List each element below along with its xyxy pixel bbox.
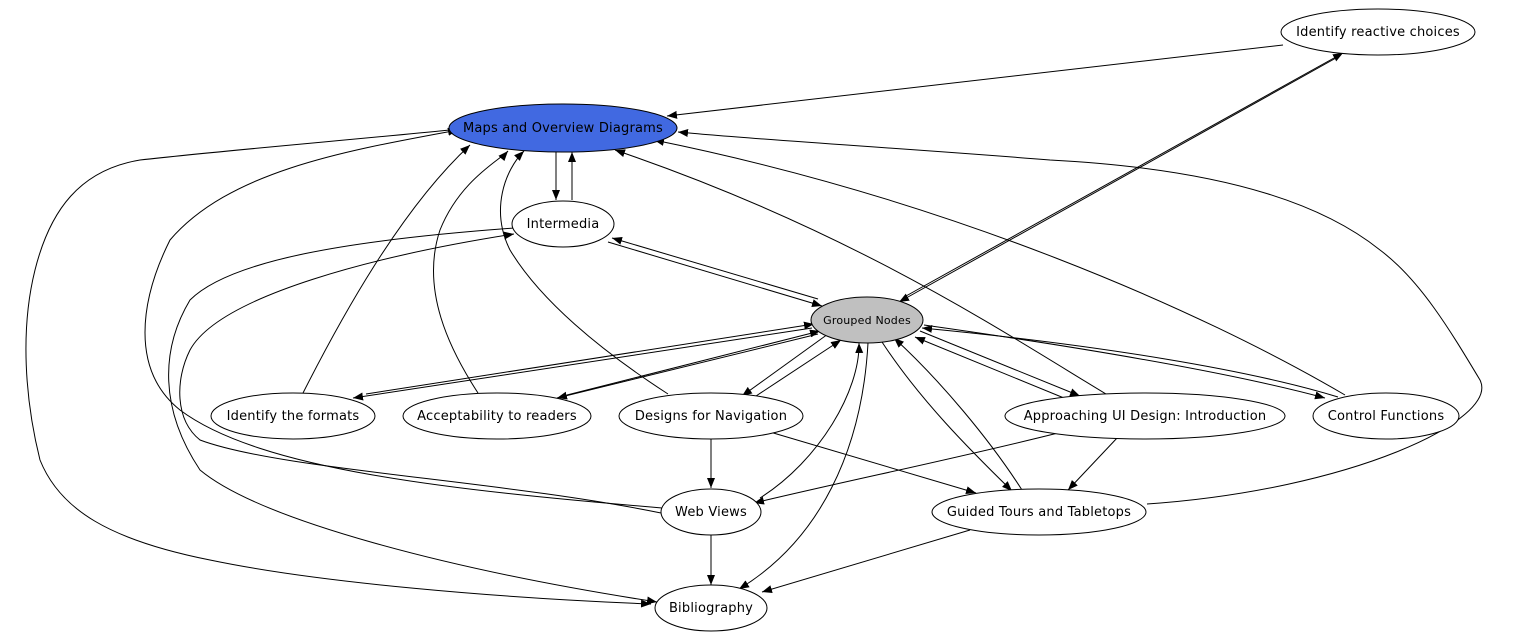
node-label: Web Views <box>675 505 747 520</box>
edge-guided-tours-to-bibliography <box>761 529 971 593</box>
edge-grouped-to-approaching-ui <box>919 330 1081 397</box>
node-label: Control Functions <box>1328 409 1445 424</box>
edge-grouped-to-designs-nav <box>741 333 829 397</box>
node-guided-tours[interactable]: Guided Tours and Tabletops <box>931 488 1147 536</box>
edge-grouped-to-bibliography <box>738 342 869 590</box>
node-grouped-nodes[interactable]: Grouped Nodes <box>810 296 924 344</box>
edge-web-views-to-grouped <box>759 342 864 499</box>
edge-maps-to-bibliography <box>25 129 652 608</box>
edge-identify-reactive-to-maps <box>666 44 1284 119</box>
edge-web-views-to-maps <box>144 127 663 509</box>
edge-grouped-to-identify-formats <box>352 327 813 401</box>
node-designs-navigation[interactable]: Designs for Navigation <box>618 392 804 440</box>
edge-grouped-to-identify-reactive <box>905 52 1344 297</box>
edge-acceptability-to-grouped <box>566 329 821 396</box>
edge-guided-tours-to-maps <box>677 128 1483 505</box>
edge-grouped-to-guided-tours <box>881 341 1013 492</box>
node-identify-reactive-choices[interactable]: Identify reactive choices <box>1280 8 1476 56</box>
edge-identify-formats-to-maps <box>302 144 471 394</box>
edge-intermedia-to-grouped <box>607 241 823 307</box>
edge-approaching-ui-to-guided-tours <box>1067 436 1119 491</box>
edge-approaching-ui-to-grouped <box>914 336 1065 399</box>
edge-intermedia-to-bibliography <box>168 227 658 605</box>
node-label: Identify reactive choices <box>1296 25 1460 40</box>
node-acceptability[interactable]: Acceptability to readers <box>402 392 592 440</box>
node-label: Intermedia <box>527 217 600 232</box>
edge-approaching-ui-to-maps <box>614 149 1107 395</box>
edge-designs-nav-to-maps <box>500 150 669 395</box>
node-control-functions[interactable]: Control Functions <box>1312 392 1460 440</box>
edge-designs-nav-to-guided-tours <box>769 431 977 494</box>
node-label: Grouped Nodes <box>823 314 911 327</box>
node-approaching-ui[interactable]: Approaching UI Design: Introduction <box>1004 392 1286 440</box>
edge-grouped-to-acceptability <box>556 333 819 400</box>
edge-identify-formats-to-grouped <box>365 321 815 395</box>
edges-layer <box>25 44 1483 608</box>
node-web-views[interactable]: Web Views <box>660 488 762 536</box>
nodes-layer: Identify reactive choices Maps and Overv… <box>210 8 1476 632</box>
node-label: Maps and Overview Diagrams <box>463 121 663 136</box>
node-label: Approaching UI Design: Introduction <box>1024 409 1267 424</box>
node-identify-formats[interactable]: Identify the formats <box>210 392 376 440</box>
node-label: Identify the formats <box>227 409 360 424</box>
edge-control-functions-to-maps <box>653 138 1346 396</box>
node-label: Guided Tours and Tabletops <box>947 505 1131 520</box>
node-label: Acceptability to readers <box>417 409 577 424</box>
node-intermedia[interactable]: Intermedia <box>511 200 615 248</box>
edge-grouped-to-intermedia <box>611 237 819 300</box>
edge-identify-reactive-to-grouped <box>898 57 1337 303</box>
node-maps-overview[interactable]: Maps and Overview Diagrams <box>448 103 678 153</box>
edge-guided-tours-to-grouped <box>893 337 1023 491</box>
edge-designs-nav-to-grouped <box>755 339 842 397</box>
edge-grouped-to-control-functions <box>923 324 1326 400</box>
edge-web-views-to-intermedia <box>179 231 662 514</box>
edge-control-functions-to-grouped <box>921 324 1339 398</box>
node-label: Designs for Navigation <box>635 409 787 424</box>
edge-approaching-ui-to-web-views <box>753 432 1059 505</box>
edge-acceptability-to-maps <box>433 150 509 394</box>
node-label: Bibliography <box>669 601 753 616</box>
node-bibliography[interactable]: Bibliography <box>654 584 768 632</box>
